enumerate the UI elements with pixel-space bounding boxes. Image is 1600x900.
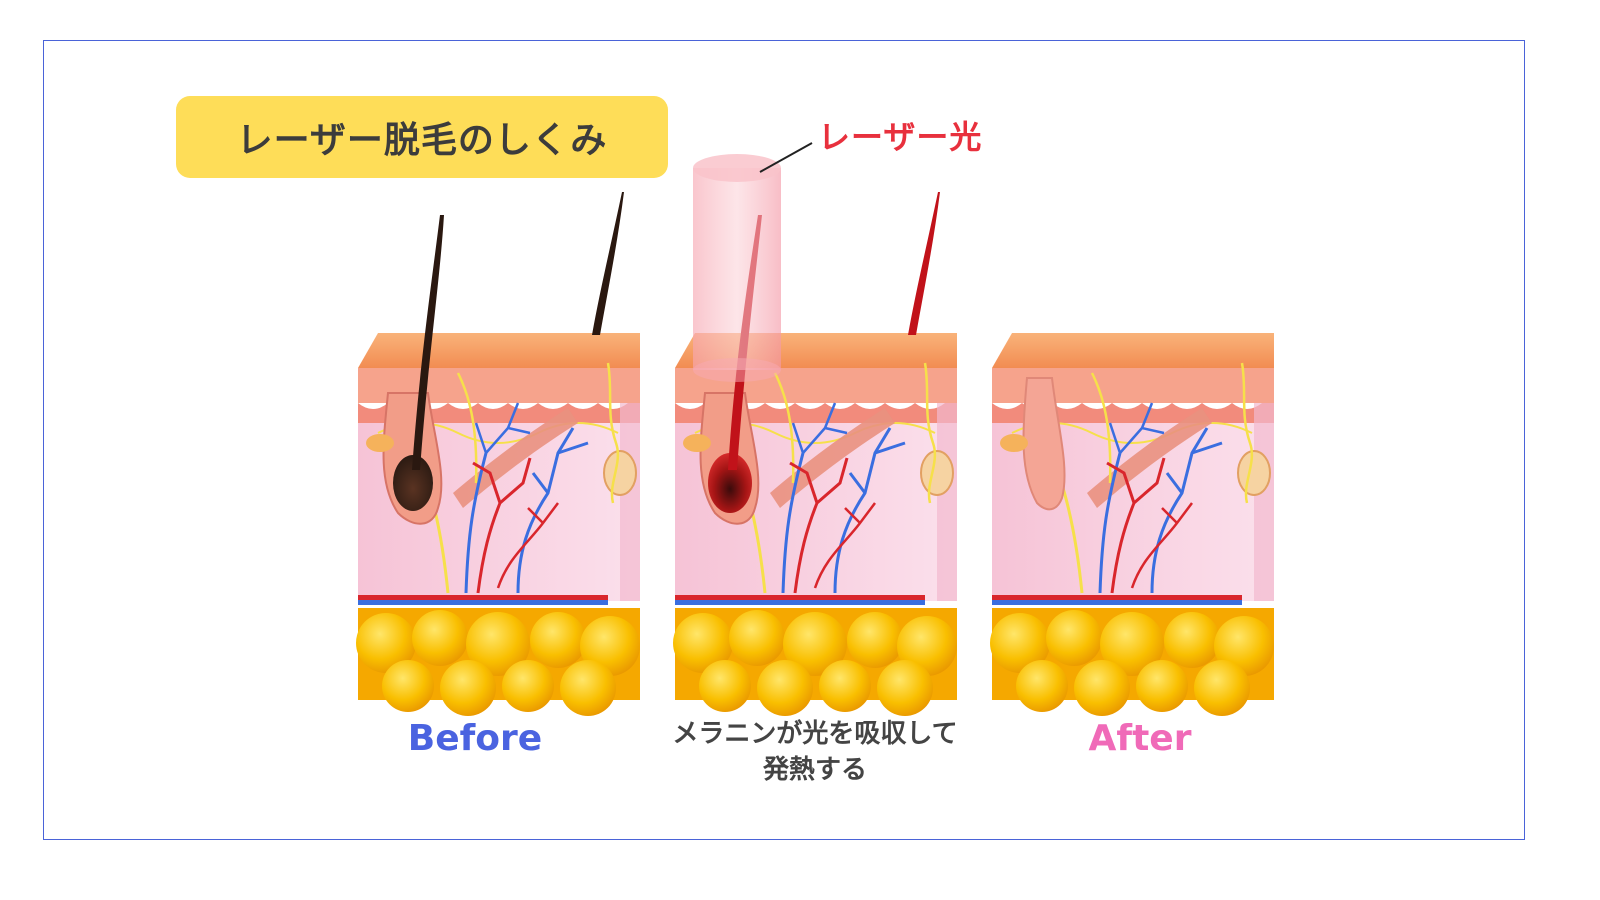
laser-beam <box>693 154 781 382</box>
caption-middle: メラニンが光を吸収して 発熱する <box>635 716 995 788</box>
hair-shaft-heated-side <box>908 192 940 335</box>
skin-panel-middle <box>673 333 957 716</box>
caption-middle-line1: メラニンが光を吸収して <box>635 716 995 752</box>
caption-before: Before <box>400 718 550 759</box>
hair-shaft-before-side <box>592 192 624 335</box>
laser-label-leader <box>760 143 812 172</box>
caption-middle-line2: 発熱する <box>635 752 995 788</box>
laser-light-label: レーザー光 <box>818 112 982 158</box>
caption-after: After <box>1065 718 1215 759</box>
skin-panel-before <box>356 333 640 716</box>
skin-panel-after <box>990 333 1274 716</box>
